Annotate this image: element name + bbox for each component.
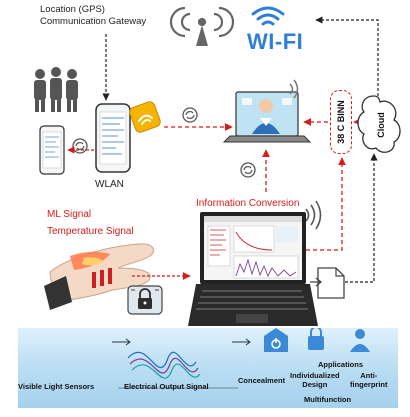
wlan-label: WLAN [95, 179, 124, 190]
anti-line-1: Anti- [360, 371, 378, 380]
temperature-signal-label: Temperature Signal [47, 226, 134, 237]
individualized-line-1: Individualized [290, 371, 340, 380]
individualized-line-2: Design [302, 380, 328, 389]
applications-label: Applications [318, 360, 364, 369]
wifi-icon [251, 6, 285, 26]
sync-icon-top [182, 107, 198, 123]
concealment-label: Concealment [238, 376, 286, 385]
cloud-to-wifi-arrow [315, 16, 379, 96]
design-lock-icon [308, 328, 324, 350]
people-icon [34, 67, 78, 112]
cloud-icon [357, 95, 401, 153]
lock-chip-icon [127, 285, 163, 315]
laptop-icon [188, 212, 318, 326]
binn-box: 38 C BINN [330, 90, 352, 154]
visible-light-label: Visible Light Sensors [18, 382, 95, 391]
electrical-output-label: Electrical Output Signal [124, 382, 209, 391]
hand-sensor-illustration [44, 243, 155, 310]
file-to-cloud-arrow [330, 153, 378, 283]
wireless-tag-icon [129, 101, 161, 133]
speaker-waves-icon-top [289, 79, 299, 99]
gps-label: Location (GPS) [40, 4, 105, 15]
wifi-label: WI-FI [247, 29, 304, 54]
concealment-icon [264, 328, 288, 352]
binn-label: 38 C BINN [336, 100, 346, 144]
sync-icon-phones [72, 138, 88, 154]
doctor-laptop-icon [222, 91, 312, 143]
applications-band [18, 328, 398, 408]
user-icon [350, 329, 370, 352]
radio-tower-icon [169, 6, 235, 46]
document-icon [310, 267, 345, 299]
band-graphics [112, 328, 370, 389]
individualized-design-label: Individualized Design [290, 371, 340, 389]
cloud-label: Cloud [376, 112, 386, 138]
sync-icon-laptop [240, 162, 256, 178]
signal-waveform [118, 351, 238, 389]
cloud-label-wrap: Cloud [364, 100, 398, 150]
laptop-to-binn-arrow [306, 157, 346, 251]
speaker-waves-icon [305, 200, 322, 230]
anti-line-2: fingerprint [350, 380, 388, 389]
gateway-name-label: Communication Gateway [40, 16, 147, 27]
multifunction-label: Multifunction [304, 395, 352, 404]
anti-fingerprint-label: Anti- fingerprint [350, 371, 388, 389]
ml-signal-label: ML Signal [47, 209, 92, 220]
phone-secondary-icon [39, 125, 65, 175]
gateway-label: Location (GPS) Communication Gateway [40, 4, 146, 28]
phone-main-icon [95, 103, 131, 173]
information-conversion-label: Information Conversion [196, 198, 300, 209]
